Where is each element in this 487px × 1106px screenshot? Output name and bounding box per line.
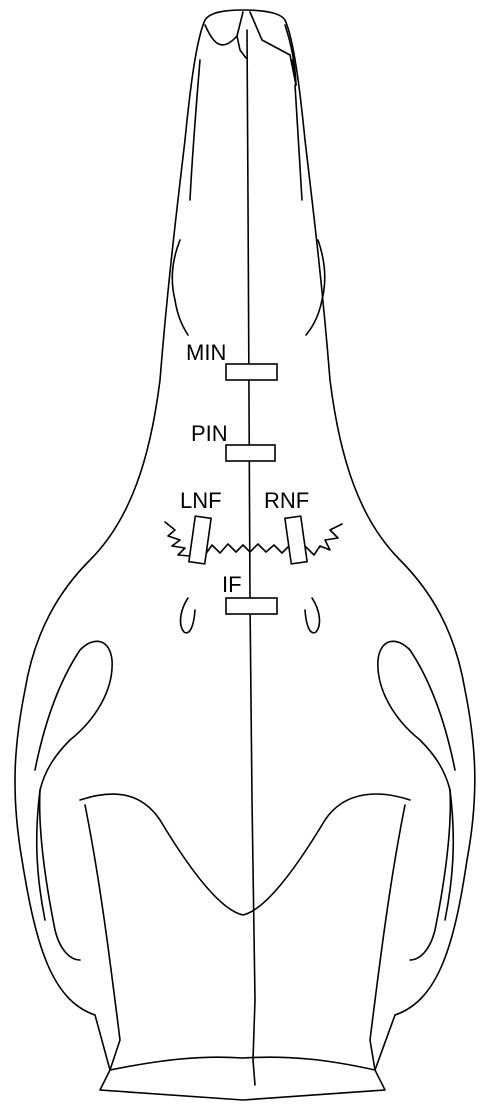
skull-outline [15, 10, 475, 1100]
foramen-right [305, 598, 319, 633]
zygomatic-arch-left-inner [37, 790, 45, 920]
label-if: IF [222, 572, 242, 597]
foramen-left [181, 598, 195, 633]
premaxilla-left [205, 25, 237, 45]
maxilla-left-curve [172, 240, 188, 335]
nasal-tip-left [237, 12, 246, 58]
label-min: MIN [186, 340, 226, 365]
strain-gauge-min [226, 364, 277, 380]
zygomatic-arch-right [378, 641, 455, 960]
label-rnf: RNF [264, 488, 309, 513]
strain-gauge-pin [226, 445, 275, 461]
strain-gauge-if [226, 598, 277, 614]
parietal-right [370, 805, 405, 1070]
parietal-left [85, 805, 120, 1070]
zygomatic-arch-right-inner [445, 790, 453, 920]
interparietal [110, 1057, 375, 1070]
label-lnf: LNF [180, 488, 222, 513]
frontal-bone-outline [80, 794, 410, 915]
strain-gauge-rnf [285, 516, 307, 564]
strain-gauge-lnf [189, 516, 211, 564]
label-pin: PIN [191, 421, 228, 446]
midline-suture [247, 30, 255, 1085]
nasal-tip-right [250, 12, 296, 85]
zygomatic-arch-left [35, 641, 112, 960]
